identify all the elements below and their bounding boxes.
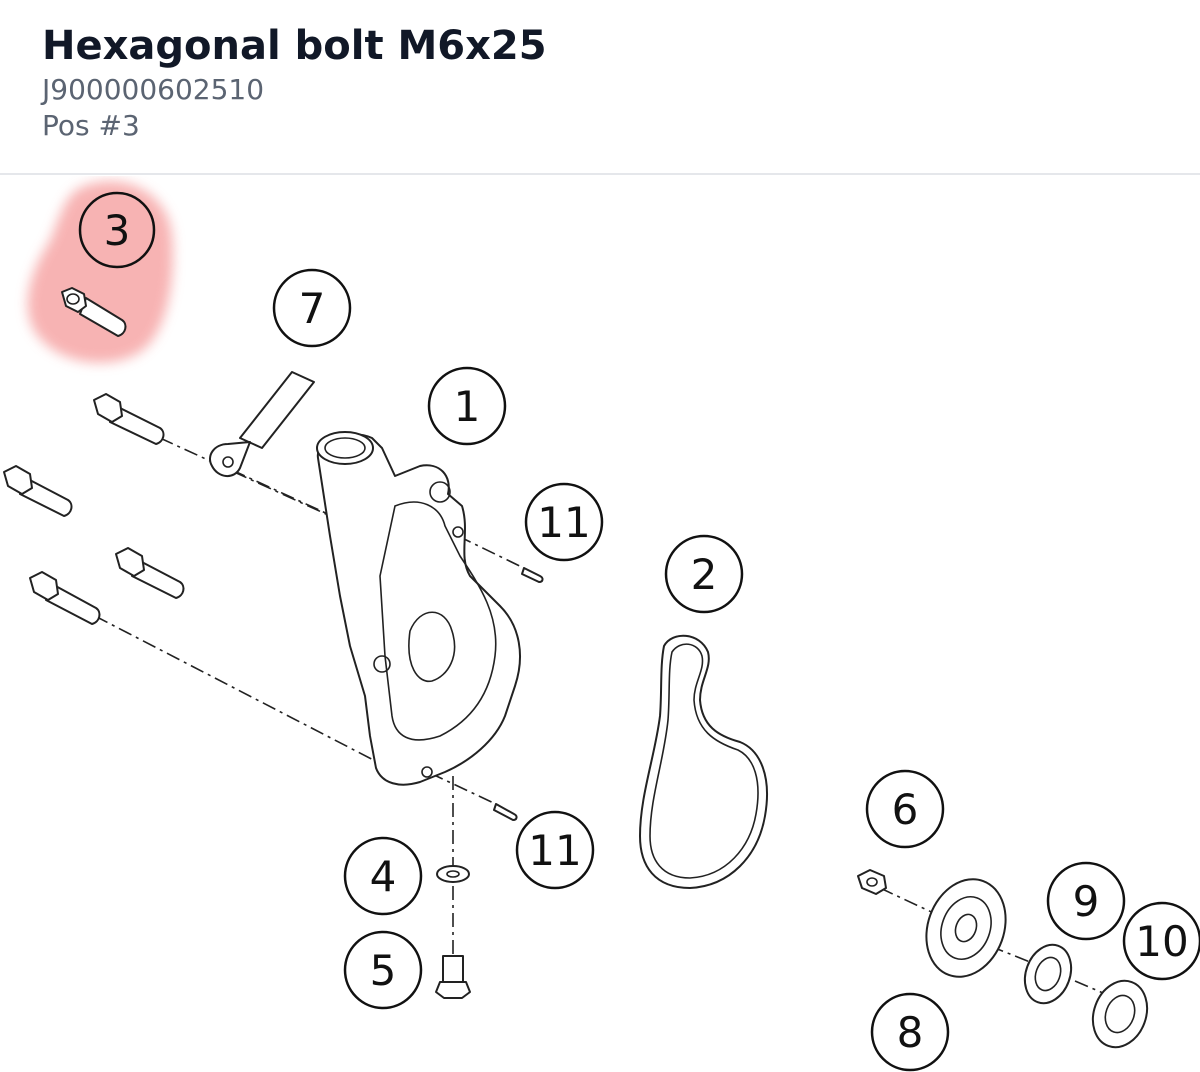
- callout-11-lower-label: 11: [528, 826, 581, 875]
- callout-1-label: 1: [454, 382, 481, 431]
- exploded-parts-diagram: 3 7 1 11 2 11 4 5: [0, 176, 1200, 1072]
- part-position: Pos #3: [42, 109, 140, 142]
- drain-bolt-part-5[interactable]: [435, 955, 471, 999]
- part-number: J900000602510: [42, 73, 265, 106]
- callout-11-upper[interactable]: 11: [524, 482, 604, 562]
- nut-part-6[interactable]: [857, 869, 887, 895]
- gasket-part-2[interactable]: [639, 634, 769, 889]
- callout-4[interactable]: 4: [343, 836, 423, 916]
- callout-7-label: 7: [299, 284, 326, 333]
- callout-10-label: 10: [1135, 917, 1188, 966]
- part-title: Hexagonal bolt M6x25: [42, 23, 547, 69]
- bearing-part-9[interactable]: [1017, 938, 1079, 1009]
- callout-11-upper-label: 11: [537, 498, 590, 547]
- callout-2[interactable]: 2: [664, 534, 744, 614]
- callout-3[interactable]: 3: [78, 191, 156, 269]
- impeller-part-8[interactable]: [913, 868, 1019, 988]
- callout-11-lower[interactable]: 11: [515, 810, 595, 890]
- callout-9[interactable]: 9: [1046, 861, 1126, 941]
- callout-1[interactable]: 1: [427, 366, 507, 446]
- bolt-upper-left[interactable]: [93, 393, 165, 445]
- callout-6[interactable]: 6: [865, 769, 945, 849]
- callout-6-label: 6: [892, 785, 919, 834]
- bolt-long-left[interactable]: [29, 571, 101, 625]
- callout-9-label: 9: [1073, 877, 1100, 926]
- pump-housing-part-1[interactable]: [316, 431, 521, 786]
- dowel-pin-11-lower[interactable]: [493, 803, 518, 821]
- bolt-left[interactable]: [3, 465, 73, 517]
- callout-2-label: 2: [691, 550, 718, 599]
- callout-5-label: 5: [370, 946, 397, 995]
- bolt-middle-left[interactable]: [115, 547, 185, 599]
- callout-5[interactable]: 5: [343, 930, 423, 1010]
- washer-part-4[interactable]: [436, 865, 470, 883]
- callout-4-label: 4: [370, 852, 397, 901]
- callout-3-label: 3: [104, 206, 131, 255]
- shaft-seal-part-10[interactable]: [1084, 973, 1156, 1055]
- bolt-part-3[interactable]: [61, 287, 127, 337]
- callout-8-label: 8: [897, 1008, 924, 1057]
- selected-part-highlight: [27, 181, 173, 363]
- callout-7[interactable]: 7: [272, 268, 352, 348]
- dowel-pin-11-upper[interactable]: [521, 567, 544, 583]
- callout-8[interactable]: 8: [870, 992, 950, 1072]
- sensor-part-7[interactable]: [209, 371, 315, 477]
- callout-10[interactable]: 10: [1122, 901, 1200, 981]
- part-header: Hexagonal bolt M6x25 J900000602510 Pos #…: [0, 0, 1200, 175]
